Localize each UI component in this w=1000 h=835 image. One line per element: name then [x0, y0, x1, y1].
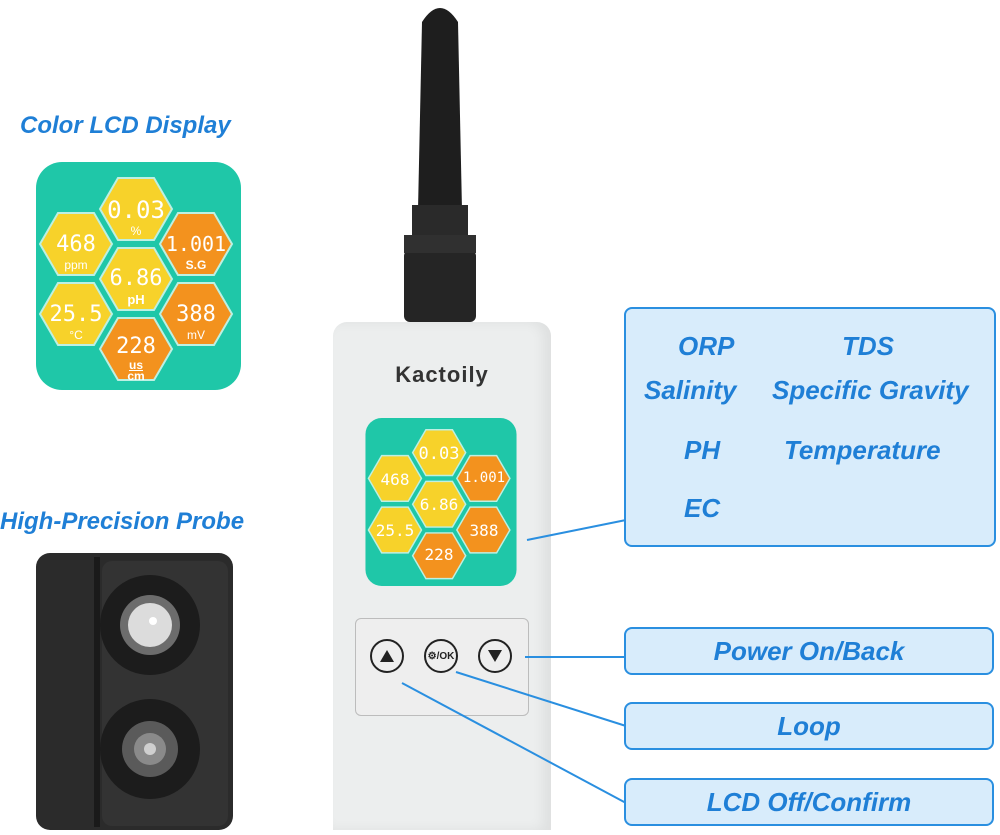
lcd-bottom-unit-top: us — [128, 358, 143, 372]
device-lcd-right-upper: 1.001 — [462, 470, 506, 486]
probe-image — [36, 553, 233, 830]
device-lcd-center: 6.86 — [419, 495, 459, 514]
hex-right-lower — [158, 282, 234, 346]
hex-right-upper — [158, 212, 234, 276]
line-loop — [455, 671, 627, 727]
lcd-left-lower-unit: °C — [69, 328, 83, 342]
lcd-left-lower-value: 25.5 — [49, 302, 103, 327]
lcd-display-large: 0.03 % 468 ppm 1.001 S.G 6.86 pH 25.5 °C… — [36, 162, 241, 390]
feature-orp: ORP — [678, 331, 735, 361]
ok-button[interactable]: ⚙/OK — [424, 639, 458, 673]
line-features — [526, 519, 627, 541]
device-lcd-right-lower: 388 — [469, 521, 499, 540]
triangle-up-icon — [380, 650, 394, 662]
hex-left-upper — [38, 212, 114, 276]
triangle-down-icon — [488, 650, 502, 662]
device-body: Kactoily 0.03 468 1.001 6.86 25.5 388 22… — [333, 322, 551, 830]
lcd-right-lower-value: 388 — [176, 302, 216, 327]
device-lcd-left-lower: 25.5 — [375, 521, 415, 540]
device-cable — [390, 0, 490, 330]
feature-specific-gravity: Specific Gravity — [772, 375, 969, 405]
lcd-bottom-unit-bottom: cm — [127, 369, 145, 383]
power-callout: Power On/Back — [624, 627, 994, 675]
probe-heading: High-Precision Probe — [0, 508, 245, 535]
lcd-bottom-value: 228 — [116, 334, 156, 359]
feature-salinity: Salinity — [644, 375, 737, 405]
lcd-right-upper-value: 1.001 — [165, 232, 227, 256]
up-button[interactable] — [370, 639, 404, 673]
feature-tds: TDS — [842, 331, 894, 361]
lcd-off-callout: LCD Off/Confirm — [624, 778, 994, 826]
hex-bottom — [98, 317, 174, 381]
features-callout: ORP TDS Salinity Specific Gravity PH Tem… — [624, 307, 996, 547]
brand-logo: Kactoily — [395, 362, 489, 387]
loop-callout: Loop — [624, 702, 994, 750]
hex-center — [98, 247, 174, 311]
lcd-center-unit: pH — [127, 292, 145, 307]
device-lcd-bottom: 228 — [424, 545, 454, 564]
down-button[interactable] — [478, 639, 512, 673]
lcd-left-upper-value: 468 — [56, 232, 96, 257]
feature-ph: PH — [684, 435, 721, 465]
device-lcd-left-upper: 468 — [380, 470, 410, 489]
feature-temperature: Temperature — [784, 435, 941, 465]
lcd-right-lower-unit: mV — [187, 328, 205, 342]
lcd-top-unit: % — [130, 224, 142, 238]
device-lcd: 0.03 468 1.001 6.86 25.5 388 228 — [365, 418, 517, 586]
lcd-heading: Color LCD Display — [20, 112, 231, 139]
hex-left-lower — [38, 282, 114, 346]
lcd-hexagons — [36, 162, 241, 390]
button-panel: ⚙/OK — [355, 618, 529, 716]
lcd-right-upper-unit: S.G — [185, 258, 207, 272]
lcd-top-value: 0.03 — [107, 196, 165, 224]
device-lcd-top: 0.03 — [418, 444, 460, 464]
lcd-center-value: 6.86 — [109, 266, 163, 291]
hex-top — [98, 177, 174, 241]
feature-ec: EC — [684, 493, 721, 523]
lcd-left-upper-unit: ppm — [64, 258, 88, 272]
line-lcd-off — [401, 682, 627, 804]
